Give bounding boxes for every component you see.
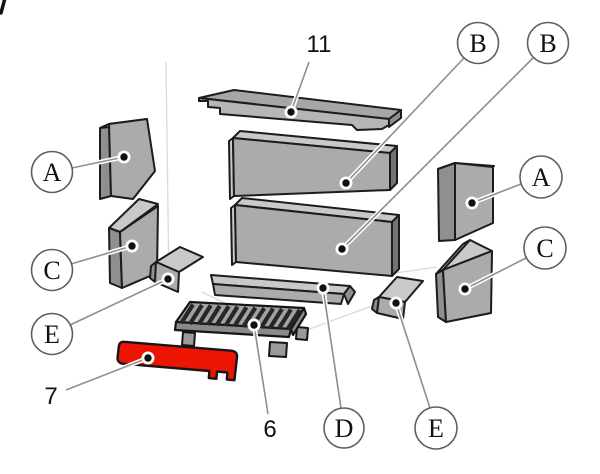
corner-mark [0,0,7,15]
callout-circle-c-right [523,226,567,270]
part-face-end [391,214,400,277]
callout-label-a-right: A [532,163,551,192]
callout-label-e-left: E [44,320,60,349]
guide-line [165,61,170,287]
part-ash-lip-7-red [116,340,239,382]
callout-label-11: 11 [307,31,332,58]
callout-dot [461,285,469,293]
callout-dot [342,179,350,187]
callout-line-a-left [71,156,125,169]
callout-line-b-upper [345,57,465,184]
part-face-front [116,340,239,382]
callout-circle-b-lower [526,21,570,65]
callout-dot [250,321,258,329]
callout-label-e-right: E [428,414,444,443]
callout-label-a-left: A [43,158,62,187]
callout-dot [287,108,295,116]
callout-circle-d [323,407,365,449]
number-labels: 11 7 6 [44,31,331,443]
callout-line-11 [290,61,310,113]
part-face-end [388,109,402,128]
callout-dot [319,284,327,292]
callout-line-d [322,287,342,409]
part-face-end [343,285,356,305]
callout-circle-a-left [30,150,74,194]
part-top-plate-11 [198,89,402,131]
callout-circle-e-left [30,312,74,356]
callout-line-7 [65,357,149,391]
part-side-panel-right-a [437,162,495,242]
grate-foot [295,326,309,341]
part-face-end [389,145,398,191]
callout-lines [65,56,535,415]
callout-label-b-lower: B [539,29,556,58]
callout-line-e-right [395,302,431,409]
guide-line [306,303,378,331]
callout-label-c-right: C [536,234,553,263]
grate-foot [268,341,288,358]
callout-label-6: 6 [263,416,276,443]
callout-line-c-left [70,245,133,265]
part-face-front [212,283,345,305]
callout-label-d: D [335,414,354,443]
part-rear-panel-upper-b [228,130,398,200]
callout-line-e-left [69,278,169,326]
callout-dot [128,242,136,250]
callout-label-b-upper: B [469,29,486,58]
grate-slats [179,303,302,331]
callout-circle-b-upper [456,21,500,65]
part-front-bar-d [210,274,356,305]
callout-line-b-lower [341,57,534,250]
callout-line-c-right [464,257,527,290]
callout-line-6 [253,324,269,415]
callout-dot [144,354,152,362]
callout-dot [164,275,172,283]
callout-dots [117,105,479,365]
callout-circle-e-right [414,406,458,450]
callout-dot [392,299,400,307]
grate-right-rim [289,306,308,337]
grate-foot [181,331,196,347]
callout-line-a-right [471,183,522,204]
part-face-front [108,118,156,200]
part-face-front [234,204,393,277]
callout-dot [338,245,346,253]
callout-circle-c-left [30,248,74,292]
callout-label-7: 7 [44,383,57,410]
guide-line [394,266,438,274]
callout-dot [468,199,476,207]
callout-circle-a-right [519,155,563,199]
part-rear-panel-lower-b [230,197,400,277]
callout-dot [120,153,128,161]
part-face-side [437,162,456,242]
circled-callouts: B B A C E D E A C [30,21,570,450]
callout-label-c-left: C [43,256,60,285]
